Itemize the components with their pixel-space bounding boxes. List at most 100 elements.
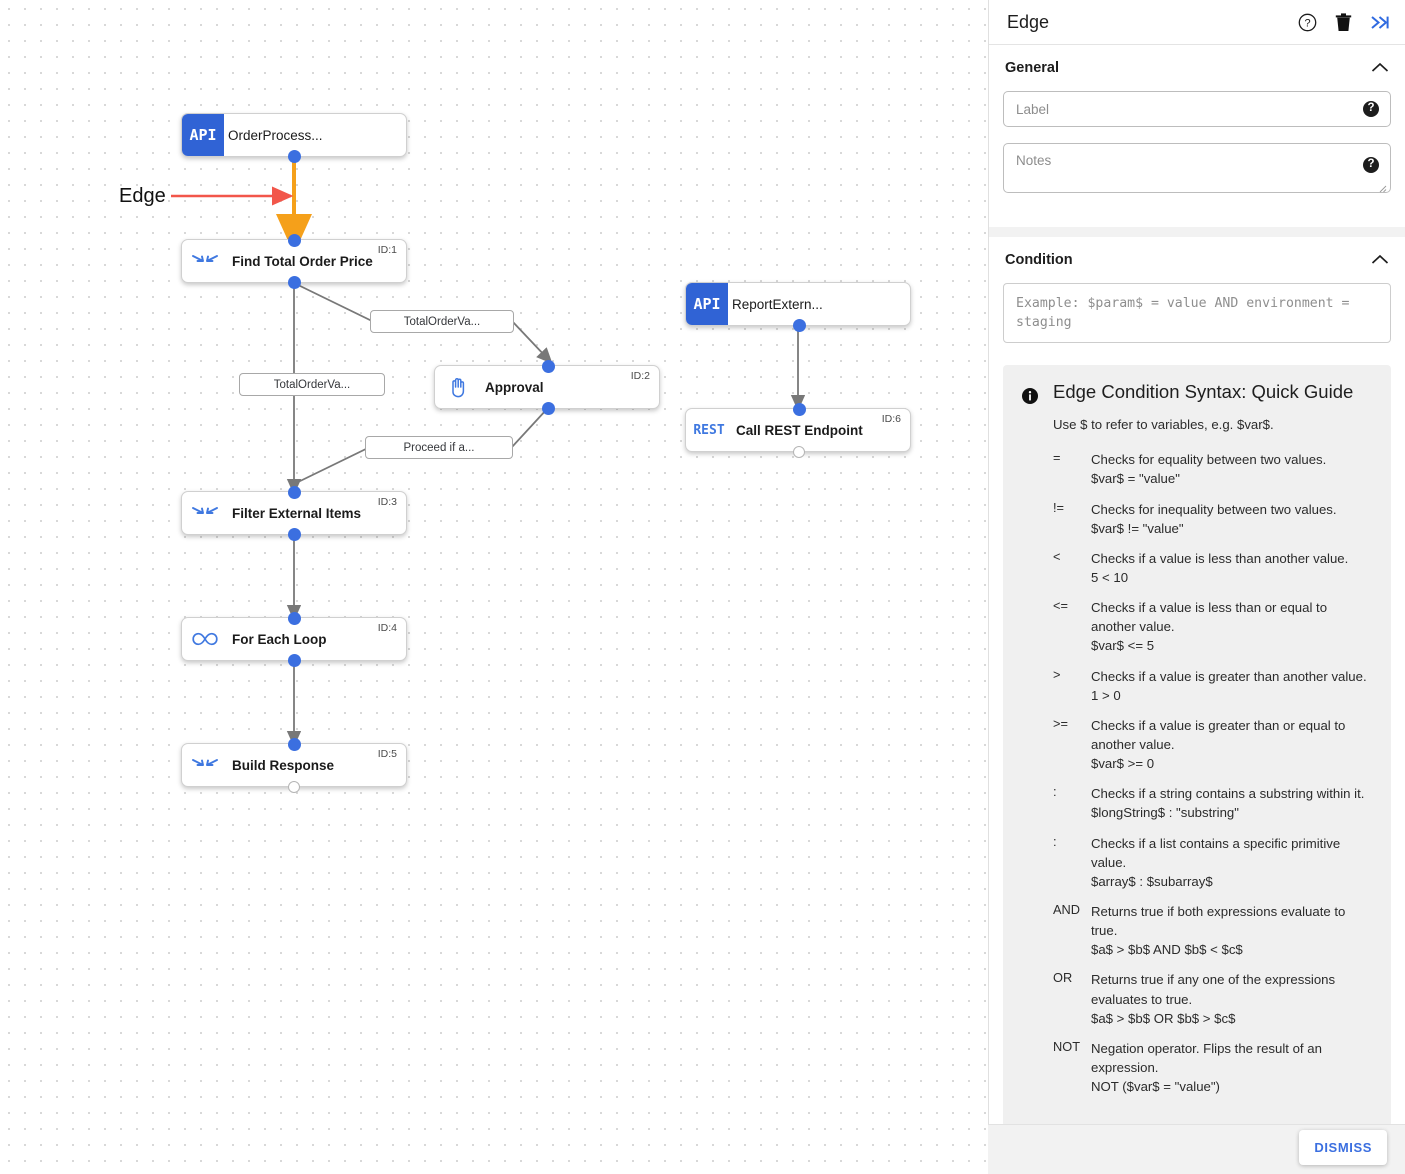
guide-example: $a$ > $b$ AND $b$ < $c$ — [1091, 942, 1243, 958]
guide-description: Checks for inequality between two values… — [1091, 501, 1337, 517]
node-input-port[interactable] — [287, 737, 301, 751]
node-input-port[interactable] — [287, 611, 301, 625]
guide-description: Checks if a string contains a substring … — [1091, 786, 1365, 802]
node-call-rest-endpoint[interactable]: REST Call REST Endpoint ID:6 — [685, 402, 911, 458]
node-label: For Each Loop — [232, 631, 327, 647]
panel-footer: DISMISS — [988, 1124, 1405, 1174]
guide-description: Checks if a list contains a specific pri… — [1091, 835, 1341, 870]
guide-row: < Checks if a value is less than another … — [1053, 549, 1373, 587]
resize-handle-icon[interactable] — [1377, 180, 1387, 193]
guide-row: >Checks if a value is greater than anoth… — [1053, 667, 1373, 705]
condition-section-header[interactable]: Condition — [1003, 237, 1391, 283]
info-icon — [1021, 387, 1039, 1107]
guide-row: : Checks if a list contains a specific pr… — [1053, 834, 1373, 891]
node-id-badge: ID:5 — [377, 748, 397, 760]
annotation-label: Edge — [119, 185, 166, 207]
node-output-port[interactable] — [287, 653, 301, 667]
guide-operator: <= — [1053, 598, 1068, 614]
chevron-up-icon[interactable] — [1371, 62, 1389, 74]
guide-description: Checks if a value is less than another v… — [1091, 550, 1349, 566]
node-report-external[interactable]: API ReportExtern... — [685, 282, 911, 332]
dismiss-button[interactable]: DISMISS — [1299, 1130, 1387, 1165]
guide-description-block: Negation operator. Flips the result of a… — [1091, 1039, 1373, 1096]
node-input-port[interactable] — [792, 402, 806, 416]
condition-section: Condition Example: $param$ = value AND e… — [989, 237, 1405, 1146]
guide-description: Negation operator. Flips the result of a… — [1091, 1040, 1322, 1075]
guide-description-block: Returns true if both expressions evaluat… — [1091, 902, 1373, 959]
merge-arrows-icon — [182, 492, 228, 534]
guide-description: Checks for equality between two values. — [1091, 452, 1327, 468]
guide-description-block: Checks if a value is less than another v… — [1091, 549, 1373, 587]
guide-operator: > — [1053, 666, 1061, 682]
condition-section-title: Condition — [1005, 252, 1073, 268]
node-label: Approval — [485, 379, 544, 395]
edge-label-total-order-value-b[interactable]: TotalOrderVa... — [239, 373, 385, 396]
label-field-placeholder: Label — [1016, 101, 1050, 117]
guide-row: =Checks for equality between two values.… — [1053, 450, 1373, 488]
workflow-canvas[interactable]: Edge API OrderProcess... Find Total — [0, 0, 988, 1174]
node-output-port[interactable] — [541, 401, 555, 415]
trash-icon[interactable] — [1335, 12, 1352, 32]
guide-title: Edge Condition Syntax: Quick Guide — [1053, 381, 1354, 403]
guide-description: Checks if a value is less than or equal … — [1091, 600, 1328, 635]
node-output-port[interactable] — [792, 318, 806, 332]
node-id-badge: ID:1 — [377, 244, 397, 256]
condition-input[interactable]: Example: $param$ = value AND environment… — [1003, 283, 1391, 344]
panel-header-actions: ? — [1298, 12, 1389, 32]
label-field[interactable]: Label ? — [1003, 91, 1391, 127]
node-output-port[interactable] — [288, 780, 300, 793]
guide-intro: Use $ to refer to variables, e.g. $var$. — [1053, 417, 1274, 433]
guide-example: 1 > 0 — [1091, 687, 1121, 703]
notes-help-icon[interactable]: ? — [1363, 157, 1379, 173]
chevron-up-icon[interactable] — [1371, 254, 1389, 266]
edge-label-total-order-value-a[interactable]: TotalOrderVa... — [370, 310, 514, 333]
node-filter-external-items[interactable]: Filter External Items ID:3 — [181, 485, 407, 541]
guide-example: $a$ > $b$ OR $b$ > $c$ — [1091, 1010, 1236, 1026]
rest-badge-label: REST — [693, 422, 725, 438]
node-find-total-order-price[interactable]: Find Total Order Price ID:1 — [181, 233, 407, 289]
node-for-each-loop[interactable]: For Each Loop ID:4 — [181, 611, 407, 667]
guide-operator: < — [1053, 548, 1061, 564]
node-id-badge: ID:3 — [377, 496, 397, 508]
guide-row: != Checks for inequality between two valu… — [1053, 500, 1373, 538]
guide-operator: : — [1053, 784, 1057, 800]
panel-header: Edge ? — [989, 0, 1405, 45]
node-output-port[interactable] — [287, 527, 301, 541]
edge-label-proceed-if-approved[interactable]: Proceed if a... — [365, 436, 513, 459]
notes-field[interactable]: Notes ? — [1003, 143, 1391, 193]
general-section-header[interactable]: General — [1003, 45, 1391, 91]
node-approval[interactable]: Approval ID:2 — [434, 359, 660, 415]
collapse-panel-icon[interactable] — [1370, 14, 1389, 31]
node-output-port[interactable] — [793, 445, 805, 458]
rest-badge-icon: REST — [686, 409, 732, 451]
guide-row: >=Checks if a value is greater than or e… — [1053, 716, 1373, 773]
infinity-loop-icon — [182, 618, 228, 660]
node-output-port[interactable] — [287, 149, 301, 163]
label-help-icon[interactable]: ? — [1363, 101, 1379, 117]
help-circle-icon[interactable]: ? — [1298, 13, 1317, 32]
guide-operator: != — [1053, 499, 1065, 515]
notes-field-placeholder: Notes — [1016, 153, 1052, 168]
node-input-port[interactable] — [287, 233, 301, 247]
svg-text:?: ? — [1304, 17, 1310, 29]
node-output-port[interactable] — [287, 275, 301, 289]
guide-example: $var$ >= 0 — [1091, 756, 1155, 772]
node-input-port[interactable] — [541, 359, 555, 373]
node-input-port[interactable] — [287, 485, 301, 499]
hand-icon — [435, 366, 481, 408]
api-badge-label: API — [189, 126, 217, 144]
node-build-response[interactable]: Build Response ID:5 — [181, 737, 407, 793]
node-label: Find Total Order Price — [232, 253, 373, 269]
guide-description-block: Checks if a string contains a substring … — [1091, 784, 1373, 822]
guide-row: <= Checks if a value is less than or equa… — [1053, 598, 1373, 655]
node-id-badge: ID:4 — [377, 622, 397, 634]
guide-example: NOT ($var$ = "value") — [1091, 1079, 1220, 1095]
node-label: ReportExtern... — [732, 296, 823, 312]
page-title: Edge — [1007, 11, 1050, 32]
guide-operator-list: =Checks for equality between two values.… — [1053, 450, 1373, 1096]
node-order-process[interactable]: API OrderProcess... — [181, 113, 407, 163]
guide-operator: : — [1053, 833, 1057, 849]
